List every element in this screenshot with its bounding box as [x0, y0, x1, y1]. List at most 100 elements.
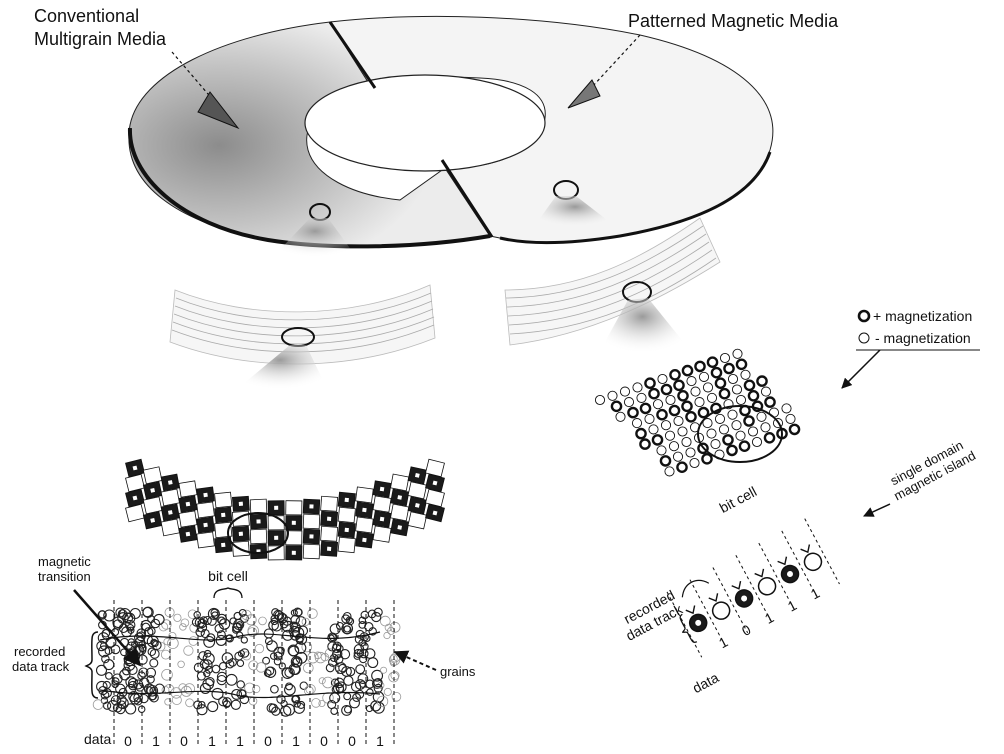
island-plus	[662, 385, 671, 394]
island-minus	[633, 383, 642, 392]
bit-cell-block	[338, 537, 355, 553]
grain	[172, 695, 181, 704]
island-plus	[727, 446, 736, 455]
bit-cell-dot	[150, 518, 155, 523]
magnetic-transition-label: magnetic	[38, 554, 91, 569]
magnetic-island	[756, 575, 779, 598]
bit-cell-block	[143, 497, 162, 514]
island-minus	[665, 431, 674, 440]
bit-cell-dot	[309, 534, 313, 538]
island-minus	[682, 437, 691, 446]
grain	[308, 609, 318, 619]
grain	[259, 617, 267, 625]
bit-cell-dot	[186, 502, 191, 507]
conventional-data-digit: 1	[236, 733, 244, 749]
bit-cell-dot	[292, 521, 296, 525]
conventional-data-digit: 0	[124, 733, 132, 749]
minus-magnetization-icon	[859, 333, 869, 343]
bit-cell-dot	[239, 532, 243, 536]
island-minus	[687, 377, 696, 386]
island-plus	[683, 366, 692, 375]
grain	[380, 616, 390, 626]
disk	[129, 16, 773, 262]
bit-cell-block	[356, 517, 374, 533]
bit-cell-block	[197, 532, 215, 548]
bit-cell-block	[408, 512, 427, 529]
island-minus	[720, 353, 729, 362]
island-plus	[612, 402, 621, 411]
conventional-data-digit: 1	[208, 733, 216, 749]
grain	[189, 637, 198, 646]
island-minus	[786, 414, 795, 423]
grain	[186, 699, 194, 707]
island-plus	[695, 362, 704, 371]
magnetic-island	[801, 550, 824, 573]
grain	[373, 702, 384, 713]
bit-cell-block	[286, 501, 302, 515]
bit-cell-dot	[221, 543, 225, 547]
grain	[271, 685, 279, 693]
grains-arrow	[395, 652, 436, 670]
bit-cell-block	[215, 492, 232, 508]
bit-cell-block	[321, 496, 338, 511]
bit-cell-dot	[415, 503, 420, 508]
bit-cell-dot	[239, 502, 243, 506]
magnetic-island	[710, 599, 733, 622]
grain	[368, 658, 378, 668]
island-minus	[678, 427, 687, 436]
island-plus	[677, 463, 686, 472]
island-minus	[752, 437, 761, 446]
island-minus	[661, 421, 670, 430]
island-minus	[690, 458, 699, 467]
island-plus	[657, 410, 666, 419]
island-plus	[678, 391, 687, 400]
grain	[226, 674, 237, 685]
patterned-bit-cell-label: bit cell	[717, 483, 760, 516]
conventional-bit-strip	[126, 459, 445, 560]
bit-cell-dot	[186, 532, 191, 537]
grain	[231, 700, 240, 709]
island-minus	[736, 395, 745, 404]
bit-cell-block	[303, 514, 320, 529]
bit-cell-dot	[397, 495, 402, 500]
island-minus	[658, 374, 667, 383]
bit-cell-block	[426, 459, 445, 476]
bit-cell-dot	[292, 551, 296, 555]
bit-cell-dot	[380, 487, 385, 492]
grain	[212, 665, 220, 673]
island-minus	[691, 387, 700, 396]
patterned-data-digit: 1	[785, 597, 800, 615]
island-minus	[707, 393, 716, 402]
bit-cell-dot	[274, 536, 278, 540]
bit-cell-block	[356, 487, 374, 503]
bit-cell-dot	[345, 498, 349, 502]
grain	[162, 669, 173, 680]
grain	[308, 652, 319, 663]
conventional-data-digit: 1	[292, 733, 300, 749]
island-plus	[716, 379, 725, 388]
bit-cell-block	[126, 504, 145, 521]
grain	[344, 676, 353, 685]
bit-cell-dot	[327, 517, 331, 521]
island-plus	[720, 389, 729, 398]
grain	[384, 688, 391, 695]
island-minus	[757, 412, 766, 421]
island-minus	[616, 412, 625, 421]
bit-cell-dot	[397, 525, 402, 530]
patterned-data-digit: 0	[739, 621, 754, 639]
island-plus	[737, 360, 746, 369]
bit-cell-dot	[168, 480, 173, 485]
island-minus	[669, 442, 678, 451]
island-plus	[653, 435, 662, 444]
island-plus	[744, 416, 753, 425]
bit-cell-dot	[345, 528, 349, 532]
island-plus	[640, 440, 649, 449]
island-plus	[670, 370, 679, 379]
bit-cell-block	[250, 529, 267, 544]
grain	[367, 689, 373, 695]
grain	[384, 632, 390, 638]
patterned-data-label: data	[690, 669, 722, 696]
island-minus	[699, 372, 708, 381]
island-minus	[732, 385, 741, 394]
conventional-title-2: Multigrain Media	[34, 29, 167, 49]
